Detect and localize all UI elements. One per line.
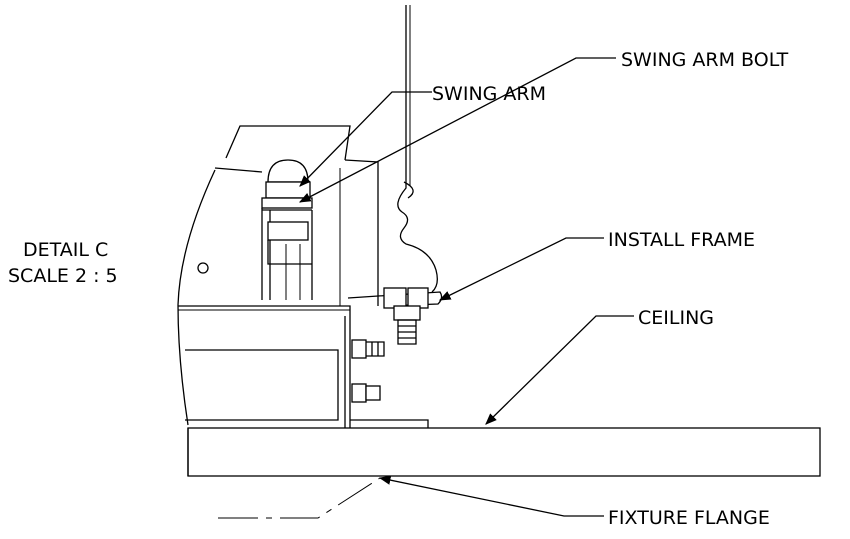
callout-swing-arm-bolt: SWING ARM BOLT bbox=[621, 49, 789, 71]
swing-arm-rod bbox=[285, 244, 301, 300]
center-line bbox=[218, 477, 381, 519]
fixture-housing bbox=[178, 305, 351, 428]
leader-swing-arm-bolt bbox=[298, 57, 616, 203]
detail-title: DETAIL C bbox=[23, 239, 108, 261]
side-bolt-lower-nut bbox=[365, 385, 381, 401]
side-bolt-upper-head bbox=[351, 339, 367, 359]
install-frame-block bbox=[383, 287, 407, 309]
ceiling-panel bbox=[187, 427, 821, 477]
wire-twist bbox=[403, 181, 414, 199]
bolt-washer bbox=[261, 197, 313, 209]
callout-install-frame: INSTALL FRAME bbox=[608, 229, 755, 251]
leader-fixture-flange bbox=[378, 475, 604, 517]
frame-stud-nut bbox=[393, 305, 421, 321]
detail-scale: SCALE 2 : 5 bbox=[8, 265, 118, 287]
mounting-hole bbox=[197, 262, 209, 274]
bolt-nut bbox=[265, 181, 311, 199]
callout-swing-arm: SWING ARM bbox=[432, 83, 546, 105]
upper-frame-side bbox=[344, 159, 379, 306]
callout-fixture-flange: FIXTURE FLANGE bbox=[608, 507, 770, 529]
hanger-wire bbox=[397, 5, 438, 293]
side-bolt-upper-thread bbox=[366, 341, 385, 357]
swing-arm-link bbox=[267, 240, 312, 265]
callout-ceiling: CEILING bbox=[638, 307, 714, 329]
side-bolt-lower-head bbox=[351, 383, 367, 403]
upper-frame-body bbox=[225, 125, 351, 161]
install-frame-nut bbox=[407, 287, 429, 309]
housing-inner-panel bbox=[185, 349, 339, 421]
lower-bracket bbox=[350, 419, 429, 428]
leader-swing-arm bbox=[299, 91, 432, 187]
frame-stud-threads bbox=[397, 319, 417, 345]
bolt-dome bbox=[267, 159, 309, 183]
leader-install-frame bbox=[438, 237, 604, 301]
detail-boundary-arc bbox=[177, 169, 216, 426]
swing-arm-plate bbox=[267, 221, 309, 241]
upper-frame-outline bbox=[214, 167, 263, 173]
leader-ceiling bbox=[485, 315, 634, 425]
swing-arm-bracket bbox=[261, 208, 313, 300]
